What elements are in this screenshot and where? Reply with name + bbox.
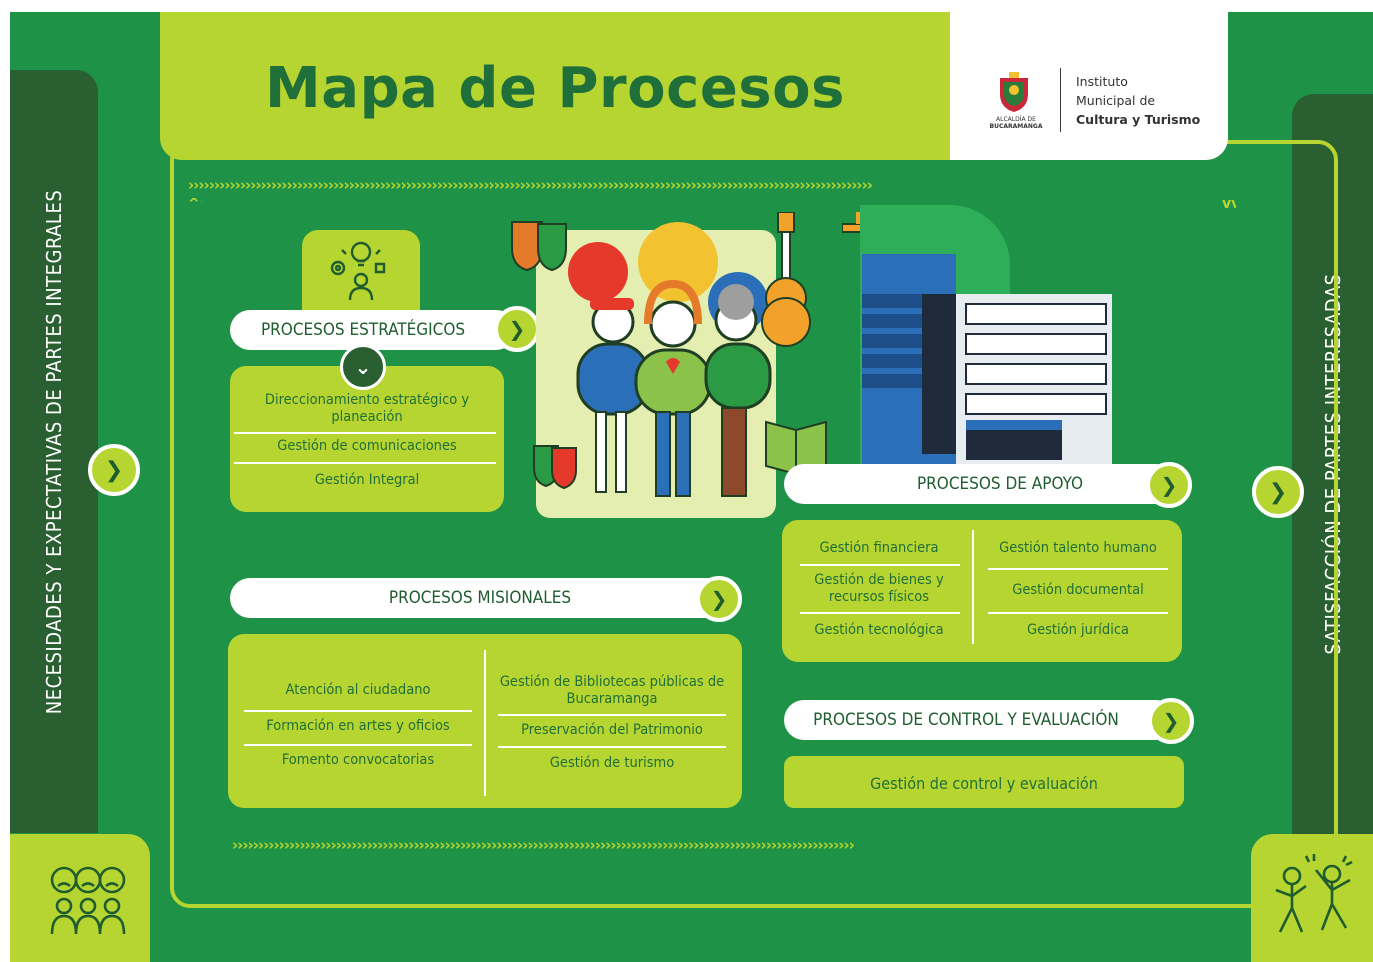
seal-caption: ALCALDÍA DE BUCARAMANGA	[976, 116, 1056, 130]
side-left-label: NECESIDADES Y EXPECTATIVAS DE PARTES INT…	[42, 189, 66, 714]
divider	[800, 612, 960, 614]
divider	[988, 612, 1168, 614]
mission-right-item-2: Preservación del Patrimonio	[521, 722, 703, 738]
strategic-item-2: Gestión de comunicaciones	[277, 438, 457, 454]
mission-left-item-1: Atención al ciudadano	[285, 682, 431, 698]
logo-line3: Cultura y Turismo	[1076, 112, 1201, 127]
mission-right-item-1: Gestión de Bibliotecas públicas de Bucar…	[499, 674, 725, 707]
control-chevron-right-icon: ❯	[1148, 698, 1194, 744]
support-panel	[782, 520, 1182, 662]
building-icon	[862, 254, 1112, 466]
strategic-panel	[230, 366, 504, 512]
side-right-bar: SATISFACCIÓN DE PARTES INTERESADAS	[1292, 94, 1373, 834]
people-illustration	[511, 212, 827, 497]
mission-heading-pill: PROCESOS MISIONALES	[230, 578, 730, 618]
page-title: Mapa de Procesos	[265, 56, 845, 121]
chevron-border-top: ››››››››››››››››››››››››››››››››››››››››…	[188, 176, 873, 194]
divider	[800, 564, 960, 566]
control-item-1: Gestión de control y evaluación	[870, 774, 1098, 793]
chevron-border-right: vvvvvvvvvvvvvvvvvvvvvvvvvvvvvvvvvvvvvvvv…	[1222, 198, 1236, 212]
chevron-border-bottom: ››››››››››››››››››››››››››››››››››››››››…	[232, 836, 855, 854]
seal-caption-line1: ALCALDÍA DE	[996, 116, 1036, 123]
divider	[498, 746, 726, 748]
control-heading: PROCESOS DE CONTROL Y EVALUACIÓN	[813, 710, 1119, 730]
strategic-item-1: Direccionamiento estratégico y planeació…	[264, 392, 470, 425]
support-right-item-3: Gestión jurídica	[1026, 622, 1130, 638]
divider	[988, 568, 1168, 570]
side-left-bar: NECESIDADES Y EXPECTATIVAS DE PARTES INT…	[10, 70, 98, 833]
logo-line1: Instituto	[1076, 74, 1128, 89]
mission-column-divider	[484, 650, 486, 796]
corner-right	[1251, 834, 1373, 962]
support-left-item-1: Gestión financiera	[819, 540, 939, 556]
mission-left-item-2: Formación en artes y oficios	[266, 718, 450, 734]
right-chevron-right-icon: ❯	[1252, 466, 1304, 518]
mission-left-item-3: Fomento convocatorias	[281, 752, 435, 768]
logo-text: Instituto Municipal de Cultura y Turismo	[1076, 72, 1200, 129]
logo-line2: Municipal de	[1076, 93, 1156, 108]
control-heading-pill: PROCESOS DE CONTROL Y EVALUACIÓN	[784, 700, 1176, 740]
support-right-item-1: Gestión talento humano	[999, 540, 1157, 556]
divider	[244, 710, 472, 712]
divider	[244, 744, 472, 746]
support-heading: PROCESOS DE APOYO	[916, 474, 1084, 494]
happy-people-icon	[1275, 854, 1353, 933]
corner-left	[10, 834, 150, 962]
strategic-heading-pill: PROCESOS ESTRATÉGICOS	[230, 310, 516, 350]
divider	[234, 462, 496, 464]
mission-right-item-3: Gestión de turismo	[549, 755, 675, 771]
unhappy-people-icon	[50, 866, 126, 935]
support-left-item-2: Gestión de bienes y recursos físicos	[814, 572, 944, 605]
support-heading-pill: PROCESOS DE APOYO	[784, 464, 1176, 504]
chevron-down-icon: ⌄	[340, 344, 386, 390]
support-chevron-right-icon: ❯	[1146, 462, 1192, 508]
logo-box	[950, 12, 1228, 160]
seal-icon	[1000, 72, 1028, 112]
divider	[234, 432, 496, 434]
strategic-item-3: Gestión Integral	[314, 472, 420, 488]
idea-gears-person-icon	[330, 241, 386, 301]
title-banner	[160, 12, 950, 160]
control-panel	[784, 756, 1184, 808]
mission-heading: PROCESOS MISIONALES	[388, 588, 572, 608]
logo-divider	[1060, 68, 1061, 132]
seal-caption-line2: BUCARAMANGA	[989, 123, 1043, 130]
mission-chevron-right-icon: ❯	[696, 576, 742, 622]
support-right-item-2: Gestión documental	[1012, 582, 1144, 598]
left-chevron-right-icon: ❯	[88, 444, 140, 496]
support-left-item-3: Gestión tecnológica	[814, 622, 944, 638]
divider	[498, 714, 726, 716]
chevron-border-left: ^^^^^^^^^^^^^^^^^^^^^^^^^^^^^^^^^^^^^^^^…	[188, 198, 202, 212]
strategic-heading: PROCESOS ESTRATÉGICOS	[260, 320, 466, 340]
support-column-divider	[972, 530, 974, 644]
